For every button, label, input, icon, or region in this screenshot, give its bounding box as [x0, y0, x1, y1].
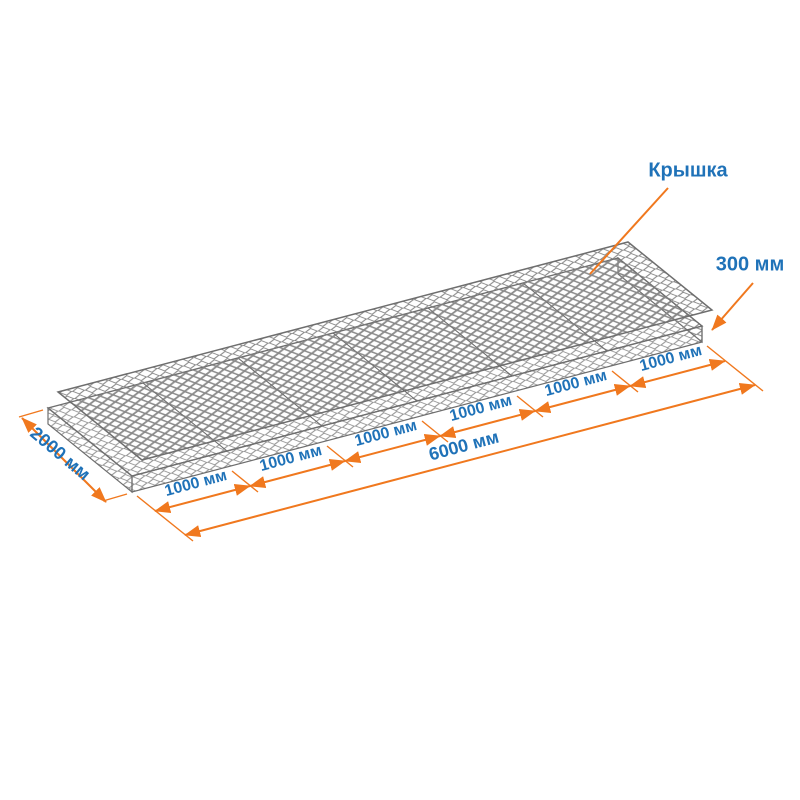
lid-label: Крышка [648, 159, 728, 182]
height-dimension-label: 300 мм [715, 253, 785, 276]
extension-tick [18, 409, 44, 418]
dimension-annotations [18, 187, 764, 542]
width-dimension-line [21, 417, 107, 503]
segment-dimension-line [629, 358, 726, 389]
total-length-dimension-line [184, 382, 756, 538]
height-dimension-line [711, 282, 754, 331]
lid-leader-line [589, 187, 669, 275]
extension-tick [136, 495, 194, 542]
extension-tick [102, 493, 128, 502]
